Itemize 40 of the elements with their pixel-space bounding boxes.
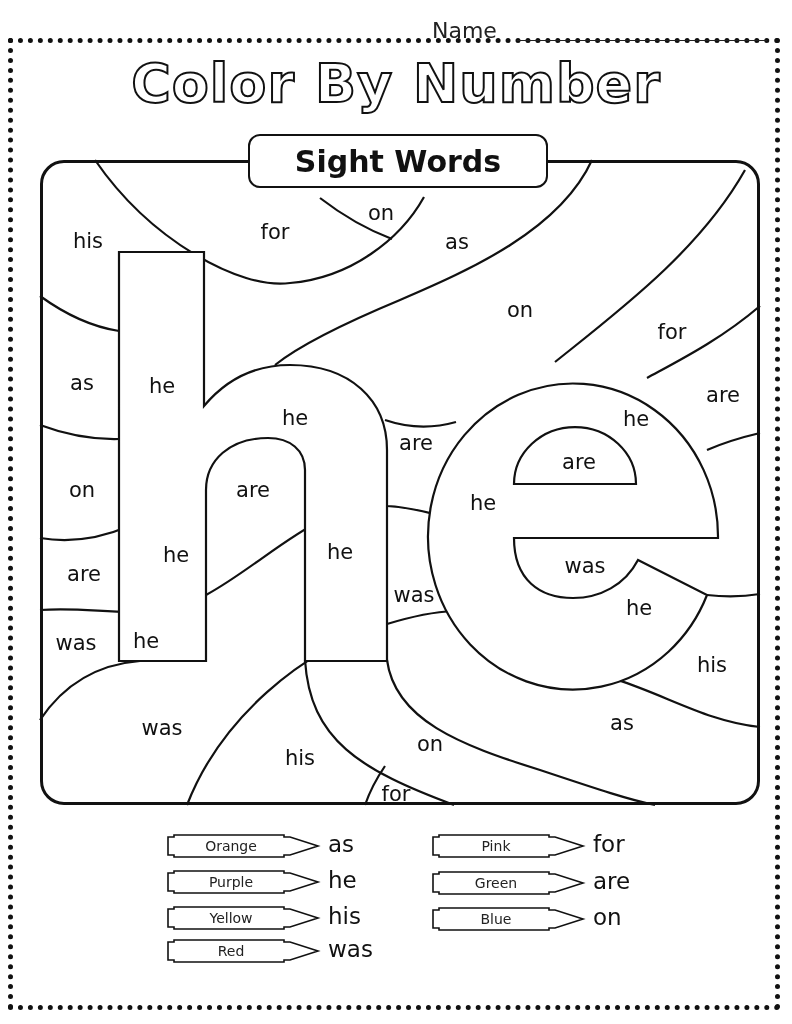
region-word: for — [260, 221, 290, 243]
sight-word: was — [328, 938, 373, 961]
sight-word: as — [328, 833, 355, 856]
region-word: was — [393, 584, 435, 606]
region-word: are — [562, 451, 596, 473]
region-word: for — [381, 783, 411, 805]
region-word: he — [148, 375, 176, 397]
region-word: are — [399, 432, 433, 454]
region-word: for — [657, 321, 687, 343]
region-word: he — [281, 407, 309, 429]
name-label: Name — [432, 18, 497, 43]
region-word: on — [416, 733, 444, 755]
region-word: his — [72, 230, 104, 252]
region-word: was — [141, 717, 183, 739]
sight-word: he — [328, 869, 357, 892]
region-word: was — [564, 555, 606, 577]
region-word: as — [610, 712, 634, 734]
sight-word: for — [593, 833, 625, 856]
region-word: he — [132, 630, 160, 652]
region-word: on — [367, 202, 395, 224]
region-word: he — [162, 544, 190, 566]
region-word: he — [469, 492, 497, 514]
sight-word: are — [593, 870, 631, 893]
region-word: he — [622, 408, 650, 430]
region-word: are — [236, 479, 270, 501]
region-word: are — [706, 384, 740, 406]
sight-word: his — [328, 905, 361, 928]
region-word: as — [445, 231, 469, 253]
region-word: on — [68, 479, 96, 501]
region-word: he — [625, 597, 653, 619]
heading-box: Sight Words — [248, 134, 548, 188]
sight-word: on — [593, 906, 622, 929]
region-word: on — [506, 299, 534, 321]
region-word: his — [284, 747, 316, 769]
worksheet-title: Color By Number — [130, 52, 662, 115]
region-word: he — [326, 541, 354, 563]
region-word: was — [55, 632, 97, 654]
region-word: his — [696, 654, 728, 676]
region-word: as — [70, 372, 94, 394]
region-word: are — [67, 563, 101, 585]
